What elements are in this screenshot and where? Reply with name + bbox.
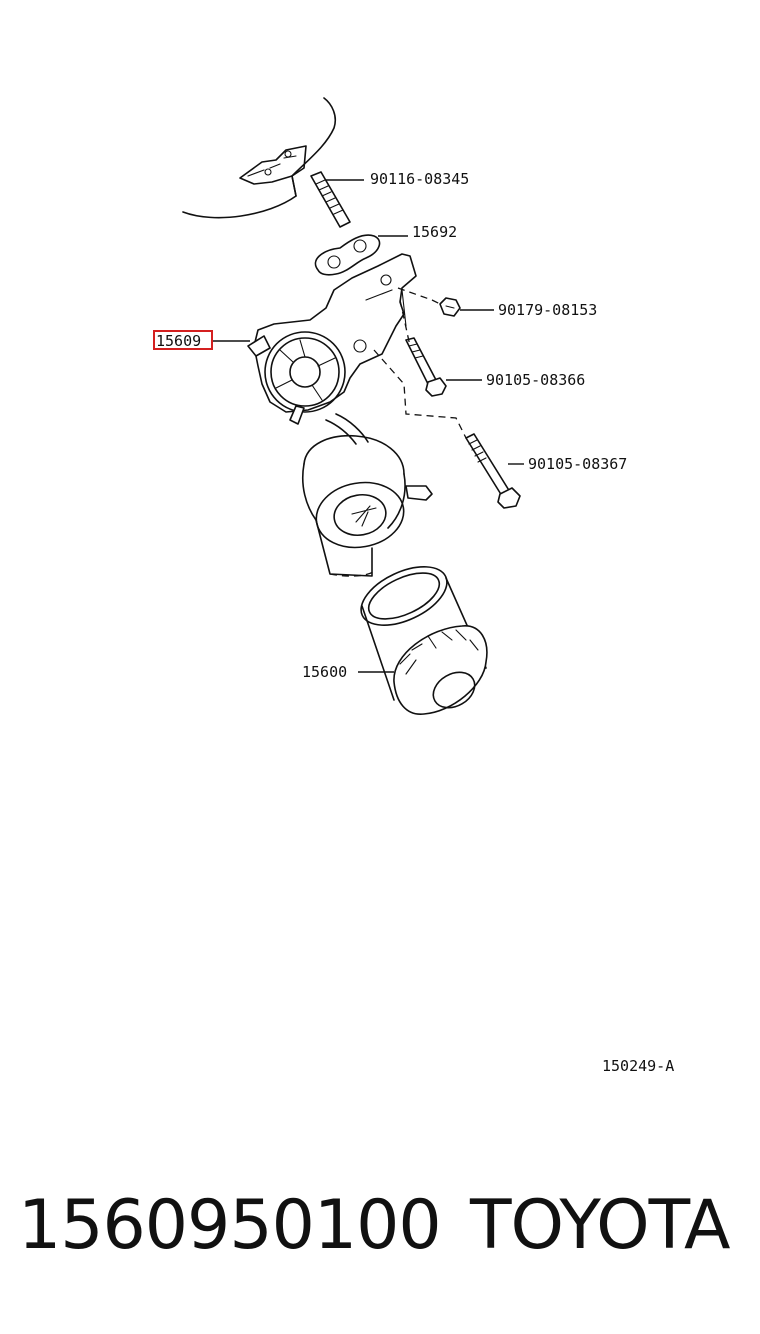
- callout-oil-filter: 15600: [302, 663, 347, 681]
- oil-filter: [358, 566, 488, 715]
- footer-part-number: 1560950100: [18, 1186, 442, 1265]
- filter-seat-assembly: [301, 413, 433, 577]
- callout-bolt-long: 90105-08367: [528, 455, 627, 473]
- callout-stud-bolt: 90116-08345: [370, 170, 469, 188]
- callout-bolt-short: 90105-08366: [486, 371, 585, 389]
- bolt-long: [465, 433, 524, 509]
- engine-block-outline: [182, 97, 337, 219]
- oil-filter-bracket: [212, 253, 417, 425]
- callout-gasket: 15692: [412, 223, 457, 241]
- figure-code: 150249-A: [602, 1057, 674, 1075]
- dashed-leaders: [373, 287, 467, 439]
- nut: [439, 297, 494, 317]
- gasket: [314, 234, 408, 276]
- parts-diagram: 90116-08345 15692 90179-08153 15609 9010…: [153, 97, 674, 1075]
- callout-nut: 90179-08153: [498, 301, 597, 319]
- highlight-box: [153, 330, 213, 350]
- stud-bolt: [310, 171, 364, 228]
- bolt-short: [405, 337, 482, 397]
- callout-bracket-highlighted[interactable]: 15609: [156, 332, 201, 350]
- footer-brand: TOYOTA: [470, 1186, 730, 1265]
- footer: 1560950100 TOYOTA: [0, 1170, 760, 1280]
